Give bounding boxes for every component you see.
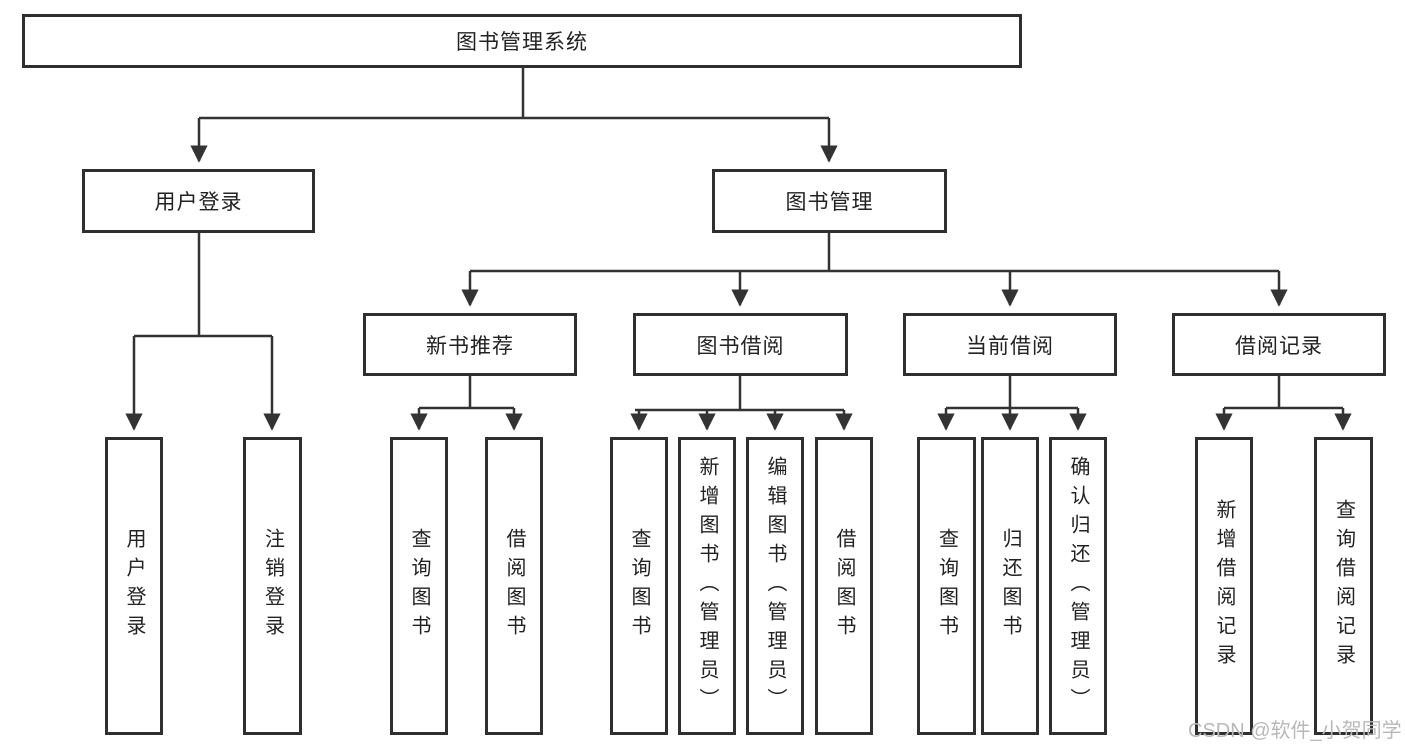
node-new-book-recommendation: 新书推荐 bbox=[363, 313, 577, 376]
node-label: 借阅记录 bbox=[1235, 334, 1323, 358]
leaf-user-login: 用户登录 bbox=[105, 437, 163, 735]
leaf-label: 借阅图书 bbox=[503, 528, 525, 644]
leaf-borrow-books-borrowing: 借阅图书 bbox=[815, 437, 873, 735]
leaf-label: 查询图书 bbox=[628, 528, 650, 644]
node-current-borrowing: 当前借阅 bbox=[903, 313, 1117, 376]
leaf-label: 注销登录 bbox=[261, 528, 284, 644]
leaf-query-books-recommend: 查询图书 bbox=[390, 437, 448, 735]
leaf-add-books-admin: 新增图书（管理员） bbox=[678, 437, 736, 735]
csdn-watermark: CSDN @软件_小贺同学 bbox=[1188, 720, 1402, 742]
node-label: 图书借阅 bbox=[696, 334, 785, 358]
leaf-query-borrow-record: 查询借阅记录 bbox=[1314, 437, 1373, 735]
leaf-add-borrow-record: 新增借阅记录 bbox=[1195, 437, 1253, 735]
leaf-confirm-return-admin: 确认归还（管理员） bbox=[1049, 437, 1107, 735]
leaf-label: 归还图书 bbox=[999, 528, 1021, 644]
node-borrowing-records: 借阅记录 bbox=[1172, 313, 1386, 376]
node-label: 新书推荐 bbox=[426, 334, 514, 358]
node-label: 当前借阅 bbox=[966, 334, 1054, 358]
node-label: 图书管理 bbox=[785, 191, 874, 214]
leaf-label: 借阅图书 bbox=[833, 528, 855, 644]
node-library-management-system: 图书管理系统 bbox=[22, 14, 1022, 68]
leaf-label: 编辑图书（管理员） bbox=[764, 455, 786, 717]
leaf-label: 查询借阅记录 bbox=[1332, 499, 1355, 673]
leaf-label: 新增图书（管理员） bbox=[696, 455, 718, 717]
leaf-query-books-borrowing: 查询图书 bbox=[610, 437, 668, 735]
node-book-borrowing: 图书借阅 bbox=[633, 313, 848, 376]
node-book-management: 图书管理 bbox=[712, 169, 947, 233]
leaf-label: 查询图书 bbox=[935, 528, 958, 644]
leaf-logout: 注销登录 bbox=[243, 437, 302, 735]
leaf-edit-books-admin: 编辑图书（管理员） bbox=[746, 437, 804, 735]
leaf-label: 新增借阅记录 bbox=[1213, 499, 1235, 673]
leaf-query-books-current: 查询图书 bbox=[917, 437, 976, 735]
leaf-label: 确认归还（管理员） bbox=[1067, 455, 1089, 717]
leaf-return-books: 归还图书 bbox=[981, 437, 1039, 735]
leaf-label: 查询图书 bbox=[408, 528, 430, 644]
node-label: 图书管理系统 bbox=[456, 31, 588, 54]
connector-trunks bbox=[134, 68, 1343, 412]
node-label: 用户登录 bbox=[154, 191, 243, 214]
leaf-label: 用户登录 bbox=[123, 528, 145, 644]
connector-arrows bbox=[125, 118, 1352, 431]
node-user-login: 用户登录 bbox=[82, 169, 315, 233]
leaf-borrow-books-recommend: 借阅图书 bbox=[485, 437, 543, 735]
